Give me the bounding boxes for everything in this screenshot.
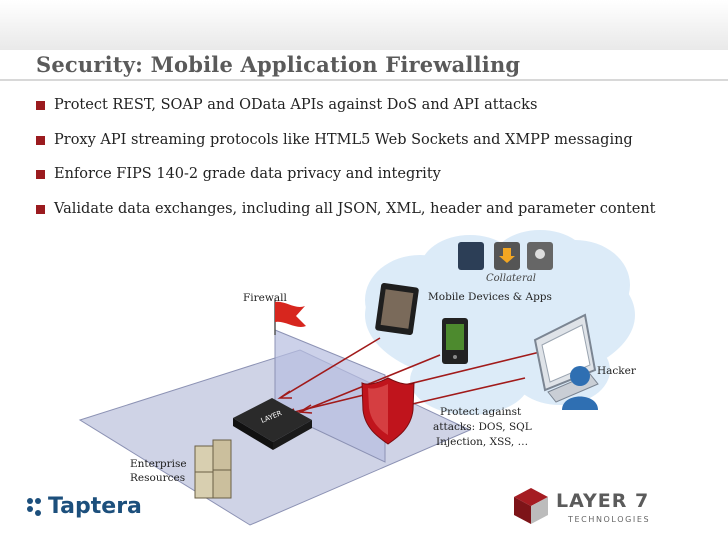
hacker-icon (562, 366, 598, 410)
phone-app-icon (458, 242, 484, 270)
protect-label-line: attacks: DOS, SQL (433, 421, 532, 433)
bullet-item: Enforce FIPS 140-2 grade data privacy an… (36, 166, 656, 201)
firewall-label: Firewall (243, 292, 287, 304)
slide-title: Security: Mobile Application Firewalling (36, 52, 521, 77)
firewall-flag-icon (274, 300, 306, 335)
hacker-label: Hacker (597, 365, 636, 377)
collateral-label: Collateral (486, 273, 536, 284)
bullet-item: Validate data exchanges, including all J… (36, 201, 656, 236)
taptera-logo: Taptera (26, 494, 142, 519)
tablet-icon (375, 282, 419, 336)
layer7-subtitle: TECHNOLOGIES (568, 515, 651, 524)
bullet-list: Protect REST, SOAP and OData APIs agains… (36, 97, 656, 235)
server-stack-icon (194, 439, 232, 499)
protect-label-line: Injection, XSS, … (436, 436, 529, 448)
bullet-marker-icon (36, 170, 45, 179)
security-diagram: LAYER (78, 230, 635, 526)
enterprise-label-line: Enterprise (130, 458, 187, 470)
bullet-marker-icon (36, 135, 45, 145)
bullet-marker-icon (36, 101, 45, 110)
shield-icon (361, 377, 415, 445)
firewall-plane (274, 329, 386, 463)
bullet-item: Proxy API streaming protocols like HTML5… (36, 132, 656, 167)
protect-label-line: Protect against (440, 406, 522, 418)
taptera-dots-icon (27, 498, 41, 516)
layer7-brand: LAYER 7 (556, 490, 650, 512)
mobile-devices-label: Mobile Devices & Apps (428, 291, 552, 303)
title-rule (0, 79, 728, 81)
gateway-appliance-icon: LAYER (233, 398, 312, 450)
bullet-item: Protect REST, SOAP and OData APIs agains… (36, 97, 656, 132)
layer7-cube-icon (514, 488, 548, 524)
phone-icon (442, 318, 468, 364)
title-band (0, 0, 728, 50)
bullet-marker-icon (36, 204, 45, 214)
enterprise-label-line: Resources (130, 472, 186, 484)
